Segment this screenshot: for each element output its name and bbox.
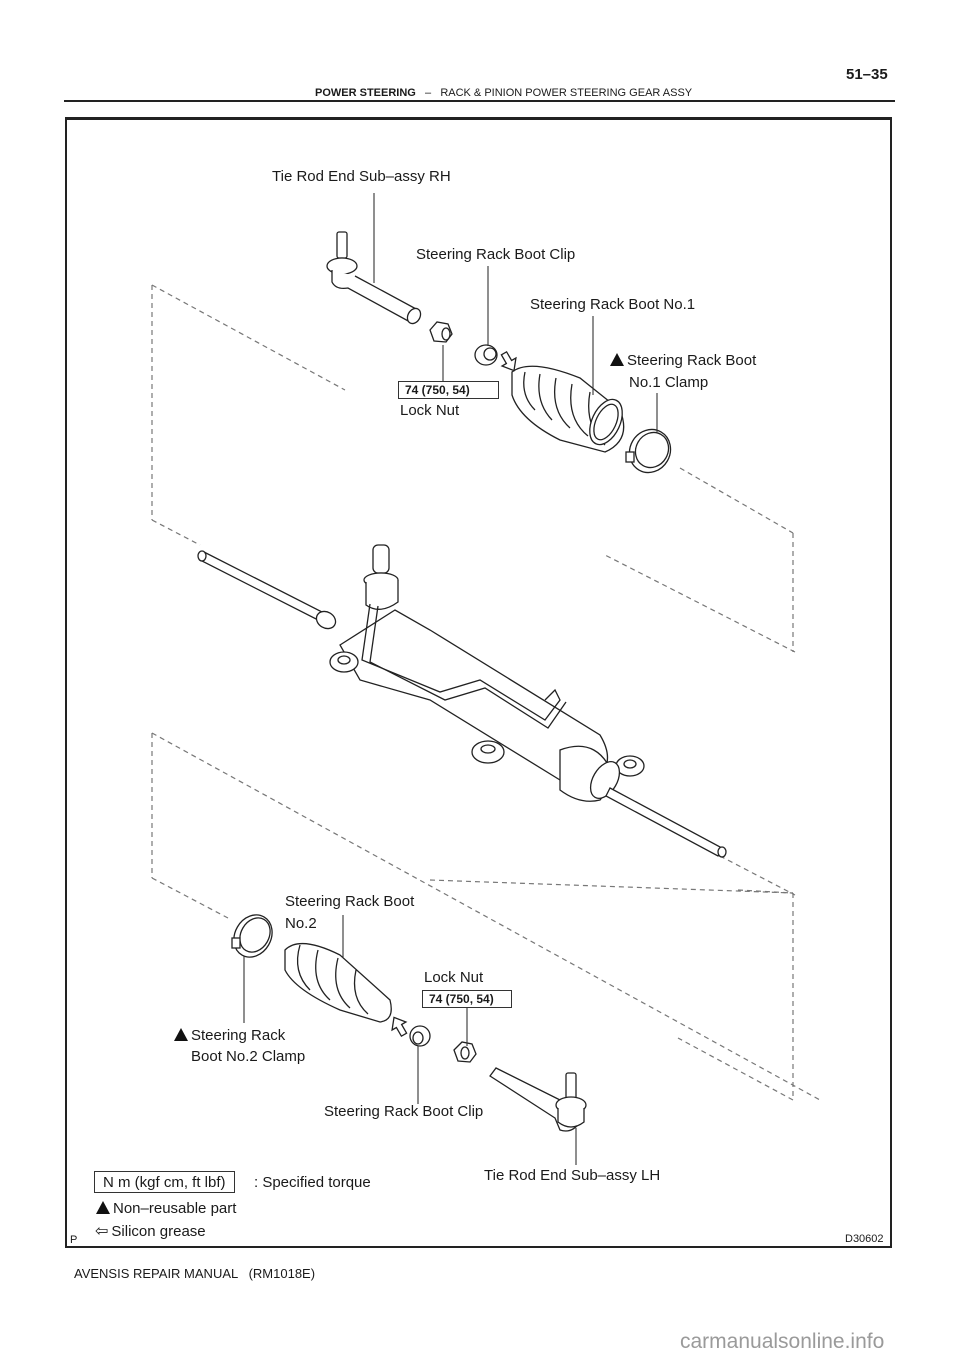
label-boot-no1: Steering Rack Boot No.1	[530, 296, 696, 313]
label-boot-no2: Steering Rack Boot	[285, 893, 415, 910]
boot-clip-bottom-shape	[409, 1025, 431, 1047]
label-boot-no2-clamp: Steering Rack	[174, 1027, 285, 1045]
boot-clip-top-shape	[474, 344, 498, 366]
leader-lines	[243, 193, 658, 1165]
subsection-name: RACK & PINION POWER STEERING GEAR ASSY	[440, 87, 693, 99]
legend-non-reusable: Non–reusable part	[96, 1200, 236, 1218]
parts-drawing	[197, 231, 727, 1132]
figure-frame	[65, 117, 892, 1248]
label-lock-nut-top: Lock Nut	[400, 402, 460, 419]
section-name: POWER STEERING	[315, 87, 416, 99]
label-lock-nut-bottom: Lock Nut	[424, 969, 484, 986]
legend-torque-desc: : Specified torque	[254, 1174, 371, 1191]
boot-no2-clamp-shape	[231, 914, 273, 958]
label-tie-rod-end-rh: Tie Rod End Sub–assy RH	[272, 168, 451, 185]
label-boot-no1-clamp-line2: No.1 Clamp	[629, 374, 709, 391]
grease-arrow-icon: ⇦	[95, 1223, 109, 1240]
torque-spec-lock-nut-top: 74 (750, 54)	[398, 381, 499, 399]
label-boot-clip-bottom: Steering Rack Boot Clip	[324, 1103, 484, 1120]
steering-gear-assembly-shape	[197, 544, 727, 858]
header-rule	[64, 100, 895, 102]
label-tie-rod-end-lh: Tie Rod End Sub–assy LH	[484, 1167, 661, 1184]
watermark: carmanualsonline.info	[680, 1330, 885, 1353]
boot-no2-shape	[284, 943, 392, 1023]
non-reusable-triangle-icon	[610, 353, 624, 366]
page-number: 51–35	[846, 66, 888, 83]
label-boot-no2-line2: No.2	[285, 915, 317, 932]
non-reusable-triangle-icon	[174, 1028, 188, 1041]
corner-mark: P	[70, 1234, 78, 1246]
legend-torque-unit-box: N m (kgf cm, ft lbf)	[94, 1171, 235, 1193]
footer-manual-title: AVENSIS REPAIR MANUAL (RM1018E)	[74, 1266, 316, 1281]
label-boot-no1-clamp: Steering Rack Boot	[610, 352, 756, 370]
label-boot-clip-top: Steering Rack Boot Clip	[416, 246, 576, 263]
title-separator: –	[425, 87, 432, 99]
label-boot-no2-clamp-line2: Boot No.2 Clamp	[191, 1048, 306, 1065]
tie-rod-end-lh-shape	[489, 1067, 587, 1132]
boot-no1-shape	[511, 365, 625, 453]
legend-silicon-grease: ⇦Silicon grease	[95, 1223, 206, 1240]
grease-arrow-top	[500, 350, 517, 372]
dashed-guide-frames	[151, 284, 821, 1101]
lock-nut-top-shape	[429, 321, 453, 343]
section-title: POWER STEERING – RACK & PINION POWER STE…	[315, 87, 692, 99]
grease-arrow-bottom	[391, 1016, 408, 1038]
tie-rod-end-rh-shape	[326, 231, 422, 325]
non-reusable-triangle-icon	[96, 1201, 110, 1214]
torque-spec-lock-nut-bottom: 74 (750, 54)	[422, 990, 512, 1008]
boot-no1-clamp-shape	[625, 428, 672, 474]
figure-id: D30602	[845, 1233, 884, 1245]
lock-nut-bottom-shape	[453, 1041, 477, 1063]
